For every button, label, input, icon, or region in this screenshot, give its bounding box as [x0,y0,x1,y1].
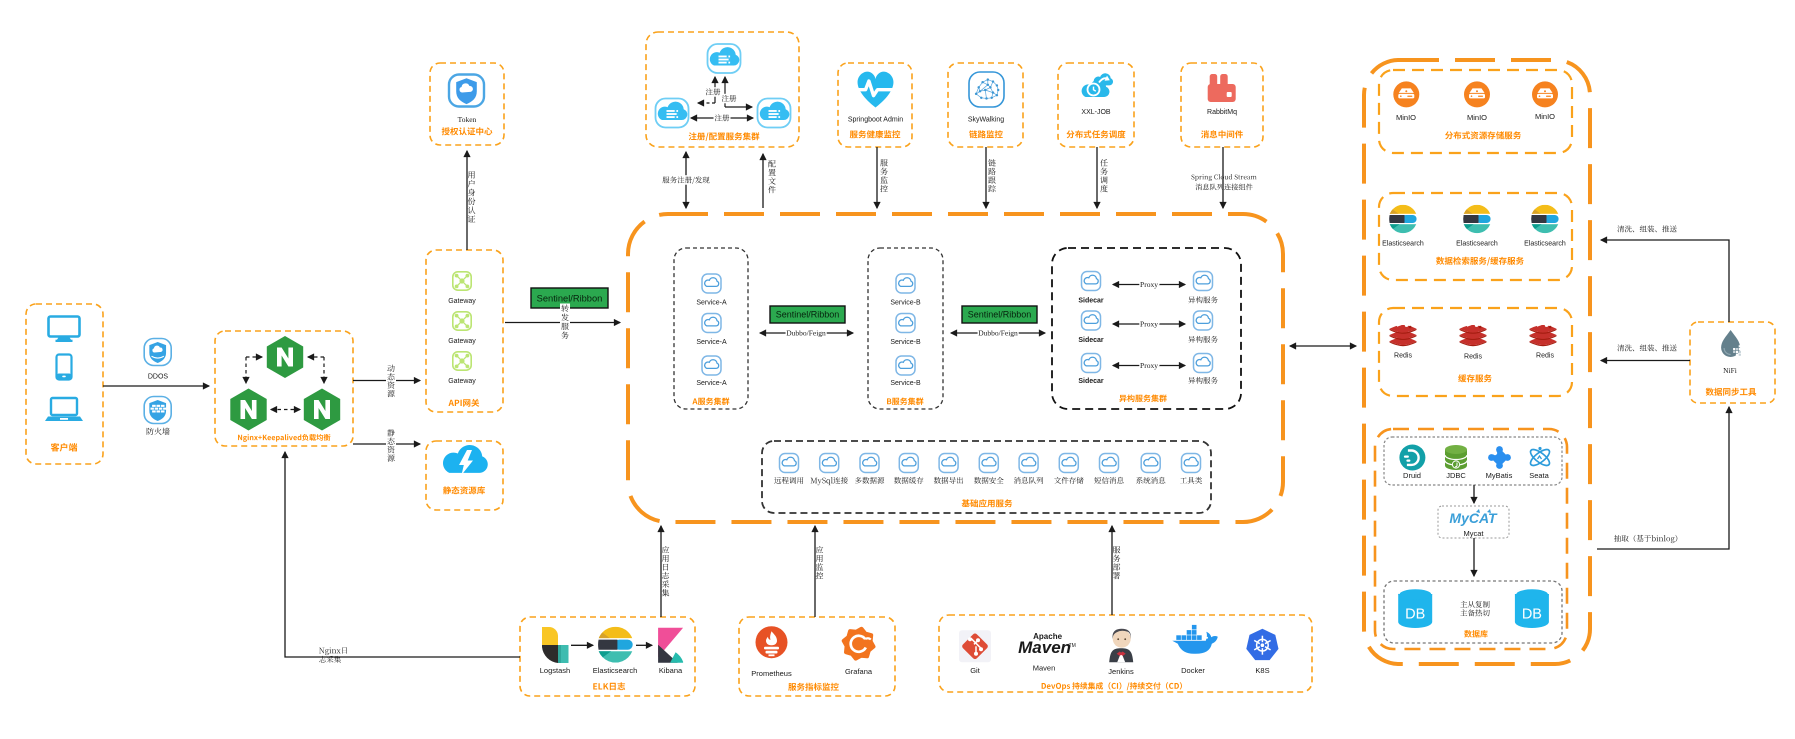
svg-text:Sentinel/Ribbon: Sentinel/Ribbon [537,293,603,303]
svg-text:MinIO: MinIO [1535,112,1555,121]
svg-text:Redis: Redis [1536,352,1554,359]
svg-text:MyCAT: MyCAT [1449,510,1498,526]
svg-text:Gateway: Gateway [448,298,476,305]
svg-text:Sidecar: Sidecar [1078,337,1104,344]
svg-text:SkyWalking: SkyWalking [968,117,1004,124]
svg-text:Docker: Docker [1181,666,1205,675]
svg-text:DB: DB [1522,607,1542,623]
svg-text:XXL-JOB: XXL-JOB [1081,109,1111,116]
svg-text:Service-B: Service-B [890,380,921,387]
svg-text:Sidecar: Sidecar [1078,297,1104,304]
svg-text:MinIO: MinIO [1396,113,1416,122]
svg-text:Elasticsearch: Elasticsearch [593,666,638,675]
svg-text:Logstash: Logstash [540,666,570,675]
svg-text:Grafana: Grafana [845,667,873,676]
svg-text:K8S: K8S [1255,666,1269,675]
svg-text:DB: DB [1405,607,1425,623]
svg-text:MyBatis: MyBatis [1486,471,1513,480]
svg-text:JDBC: JDBC [1446,471,1466,480]
svg-text:Token: Token [458,115,477,124]
svg-text:Dubbo/Feign: Dubbo/Feign [786,329,826,338]
svg-text:Elasticsearch: Elasticsearch [1524,240,1566,247]
svg-text:Service-B: Service-B [890,339,921,346]
svg-text:Redis: Redis [1464,353,1482,360]
svg-text:Jenkins: Jenkins [1108,667,1134,676]
svg-text:Proxy: Proxy [1140,361,1158,370]
svg-text:Gateway: Gateway [448,378,476,385]
svg-text:Service-B: Service-B [890,299,921,306]
svg-text:Service-A: Service-A [696,339,727,346]
svg-text:Kibana: Kibana [659,666,683,675]
svg-text:Redis: Redis [1394,352,1412,359]
svg-text:Dubbo/Feign: Dubbo/Feign [978,329,1018,338]
svg-text:Druid: Druid [1403,471,1421,480]
svg-text:Git: Git [970,666,981,675]
svg-text:Sentinel/Ribbon: Sentinel/Ribbon [968,310,1032,320]
svg-text:Seata: Seata [1529,471,1549,480]
svg-text:MinIO: MinIO [1467,113,1487,122]
svg-text:RabbitMq: RabbitMq [1207,109,1237,116]
svg-text:Proxy: Proxy [1140,280,1158,289]
svg-text:Service-A: Service-A [696,380,727,387]
svg-text:NiFi: NiFi [1723,366,1737,375]
svg-text:Apache: Apache [1033,632,1062,641]
svg-text:Elasticsearch: Elasticsearch [1382,240,1424,247]
svg-text:Prometheus: Prometheus [751,669,792,678]
svg-text:Gateway: Gateway [448,338,476,345]
svg-text:Maven: Maven [1018,638,1071,657]
svg-text:Sentinel/Ribbon: Sentinel/Ribbon [776,310,840,320]
svg-text:Proxy: Proxy [1140,320,1158,329]
svg-text:Service-A: Service-A [696,299,727,306]
svg-text:Maven: Maven [1033,664,1056,673]
svg-text:Elasticsearch: Elasticsearch [1456,240,1498,247]
svg-text:Sidecar: Sidecar [1078,378,1104,385]
svg-text:TM: TM [1069,643,1076,649]
svg-text:DDOS: DDOS [148,373,169,380]
svg-text:Mycat: Mycat [1463,529,1484,538]
svg-text:Springboot Admin: Springboot Admin [848,117,903,124]
